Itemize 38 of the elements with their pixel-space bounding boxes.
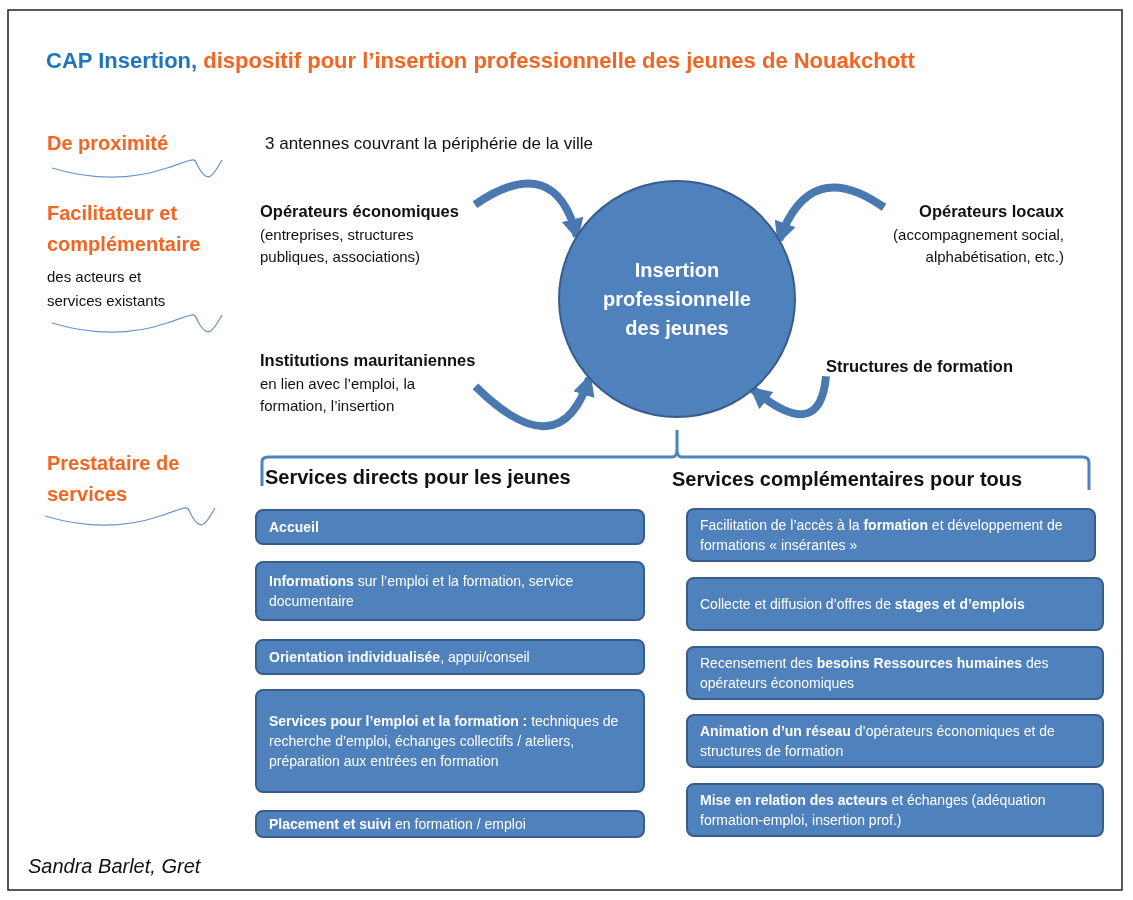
actor-heading: Opérateurs locaux	[918, 201, 1064, 222]
service-text: Informations sur l’emploi et la formation, service documentaire	[269, 571, 575, 611]
service-box	[686, 783, 1104, 837]
section-heading: Facilitateur et complémentaire	[47, 201, 202, 257]
service-box	[686, 577, 1104, 631]
actor-description: (entreprises, structures publiques, associations)	[260, 224, 422, 268]
actor-description: en lien avec l’emploi, la formation, l’insertion	[260, 373, 417, 417]
service-text: Services pour l’emploi et la formation : techniques de recherche d’emploi, échanges collectifs / ateliers, préparation aux entrées en formation	[269, 711, 620, 772]
service-text: Accueil	[269, 517, 319, 537]
service-text: Facilitation de l’accès à la formation et développement de formations « insérantes »	[700, 515, 1064, 555]
service-box	[686, 508, 1096, 562]
service-box	[255, 810, 645, 839]
service-text: Placement et suivi en formation / emploi	[269, 815, 526, 834]
actor-heading: Opérateurs économiques	[260, 201, 460, 222]
service-box	[255, 689, 645, 793]
service-text: Recensement des besoins Ressources humaines des opérateurs économiques	[700, 653, 1050, 693]
service-box	[255, 639, 645, 675]
title: CAP Insertion, dispositif pour l’insertion professionnelle des jeunes de Nouakchott	[46, 48, 916, 74]
service-box	[255, 509, 645, 545]
section-description: des acteurs et services existants	[47, 267, 167, 311]
service-box	[686, 714, 1104, 768]
note-text: 3 antennes couvrant la périphérie de la ville	[265, 134, 593, 154]
circle-text: Insertion professionnelle des jeunes	[602, 257, 752, 341]
actor-heading: Institutions mauritaniennes	[260, 350, 476, 371]
credit-text: Sandra Barlet, Gret	[28, 855, 201, 878]
service-text: Orientation individualisée, appui/conseil	[269, 647, 530, 667]
column-heading: Services complémentaires pour tous	[672, 468, 1023, 491]
column-heading: Services directs pour les jeunes	[265, 466, 571, 489]
service-text: Animation d’un réseau d’opérateurs économiques et de structures de formation	[700, 721, 1056, 761]
actor-heading: Structures de formation	[826, 356, 1014, 377]
service-box	[255, 561, 645, 621]
section-heading: De proximité	[47, 131, 169, 156]
service-box	[686, 646, 1104, 700]
section-heading: Prestataire de services	[47, 451, 181, 507]
actor-description: (accompagnement social, alphabétisation, etc.)	[892, 224, 1064, 268]
curved-arrow	[749, 375, 830, 419]
service-text: Mise en relation des acteurs et échanges (adéquation formation-emploi, insertion prof.)	[700, 790, 1047, 830]
service-text: Collecte et diffusion d’offres de stages et d’emplois	[700, 594, 1025, 614]
